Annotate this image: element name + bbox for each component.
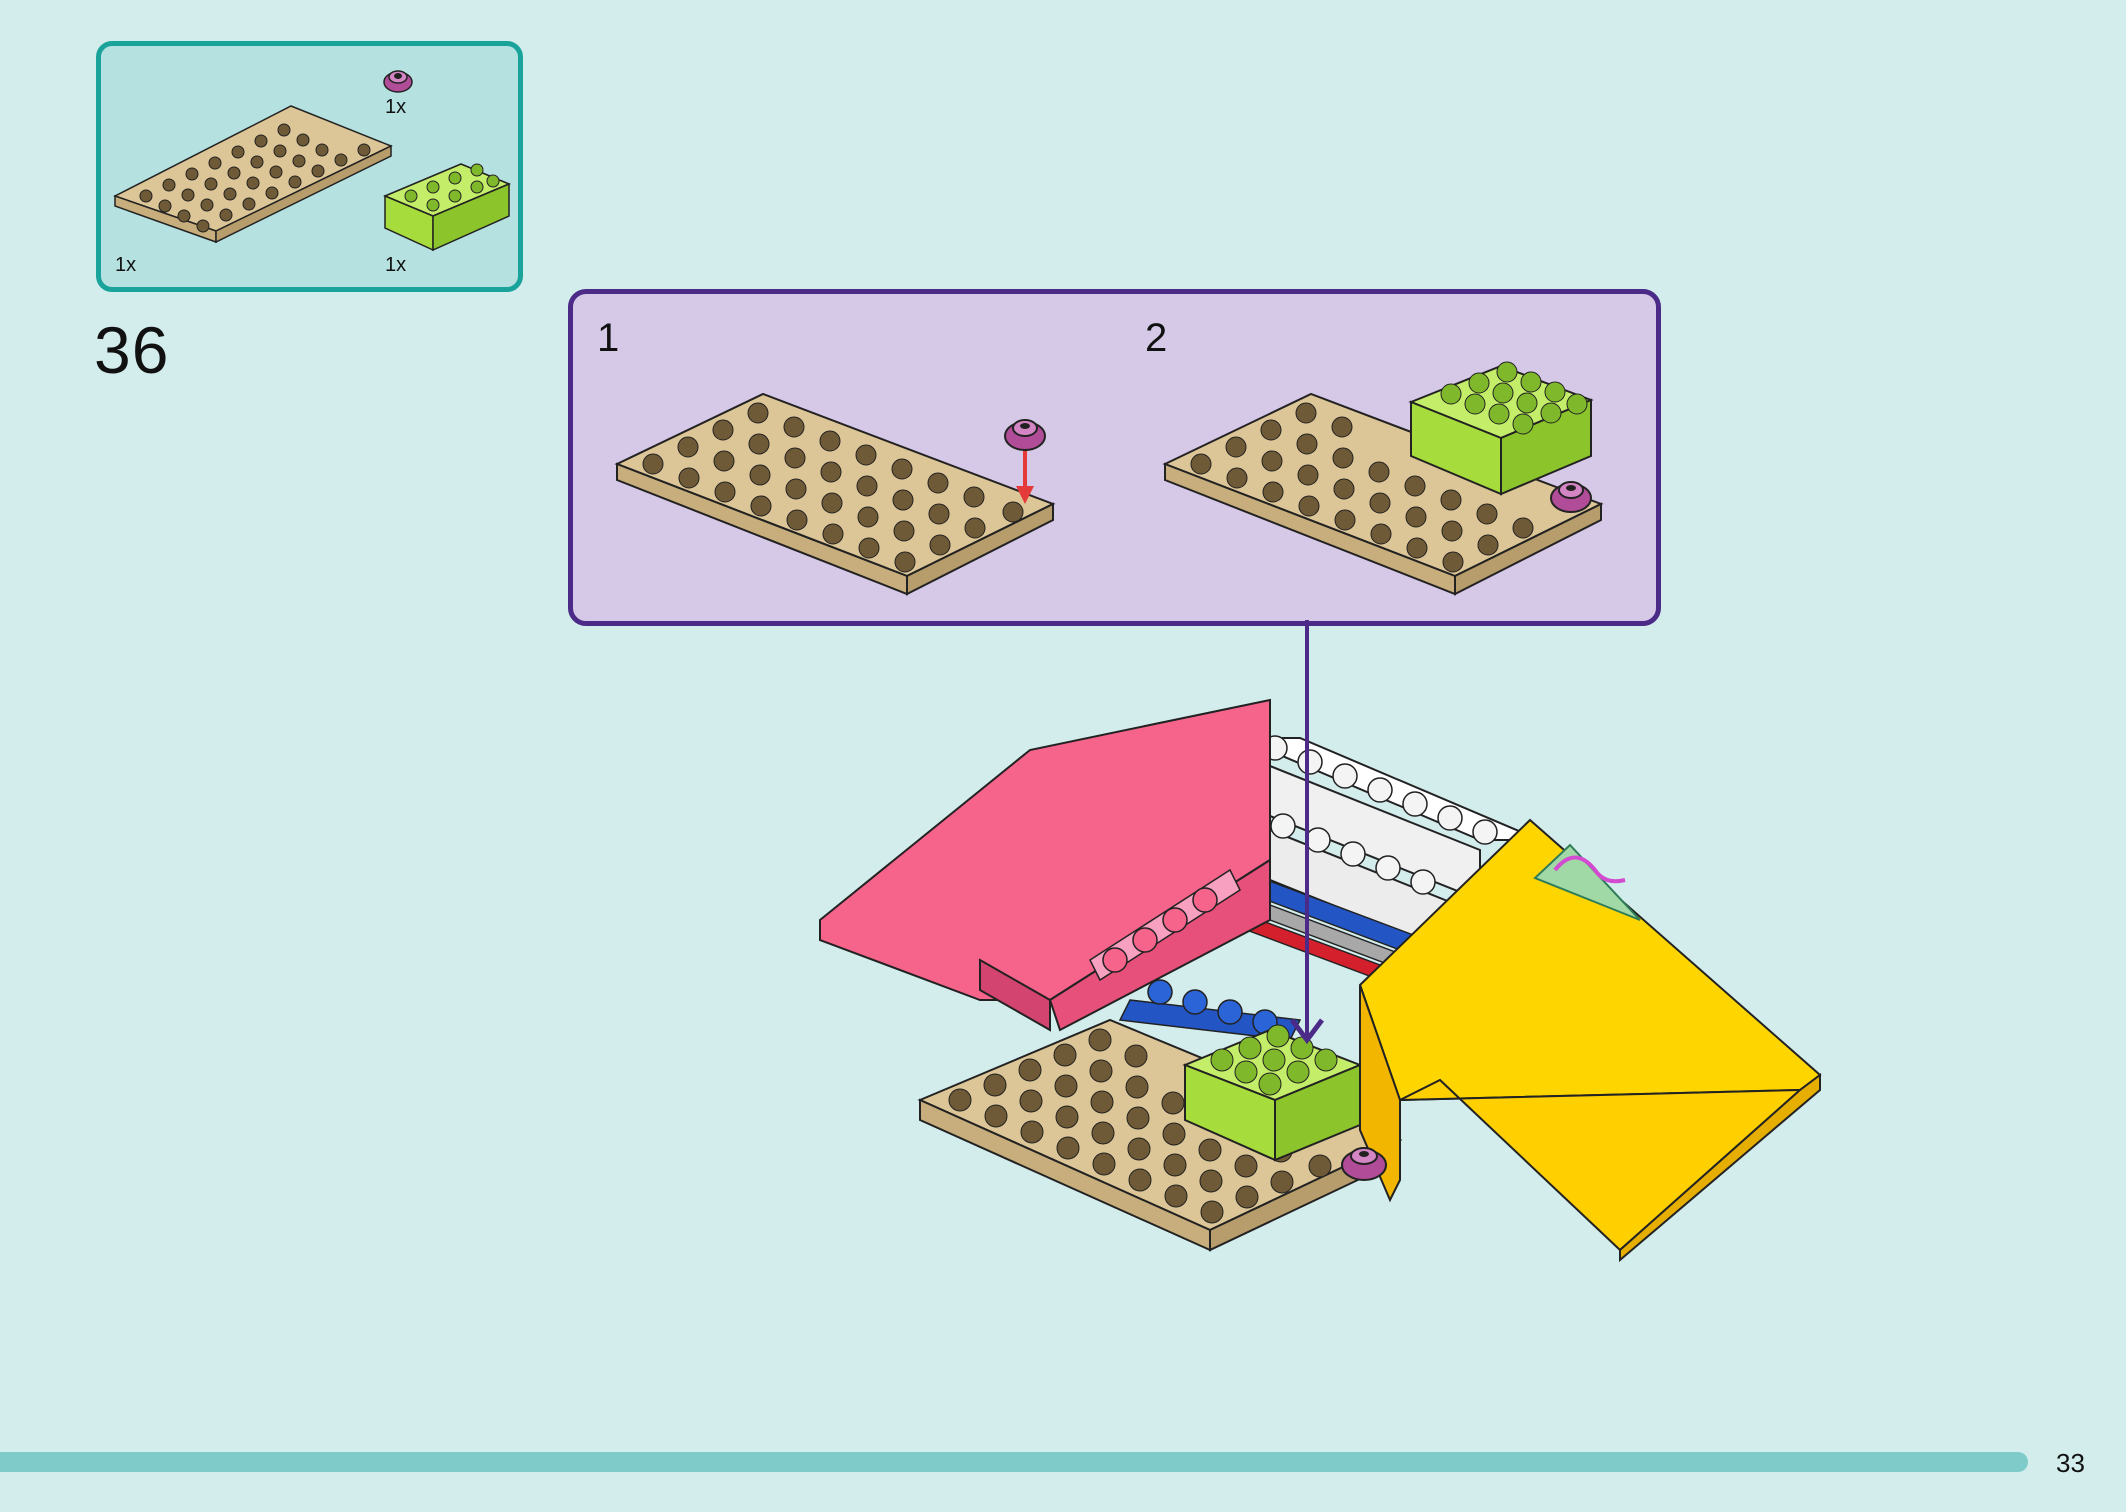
main-assembly-illustration xyxy=(819,620,1822,1263)
substep-1-label: 1 xyxy=(597,316,620,360)
tan-plate-quantity: 1x xyxy=(115,254,137,276)
page-progress-bar xyxy=(0,1452,2028,1472)
page-number: 33 xyxy=(2056,1448,2085,1478)
step-number: 36 xyxy=(94,313,170,387)
lime-brick-part-image xyxy=(383,163,511,252)
parts-list-box: 1x 1x 1x xyxy=(96,41,523,292)
tan-plate-part-image xyxy=(113,105,393,244)
substep-callout: 1 2 xyxy=(568,289,1661,626)
substep-1-illustration xyxy=(614,392,1056,596)
substep-2-label: 2 xyxy=(1145,316,1168,360)
lime-brick-quantity: 1x xyxy=(385,254,407,276)
magenta-flower-part-image xyxy=(383,70,413,93)
flower-quantity: 1x xyxy=(385,96,407,118)
substep-2-illustration xyxy=(1162,361,1604,596)
